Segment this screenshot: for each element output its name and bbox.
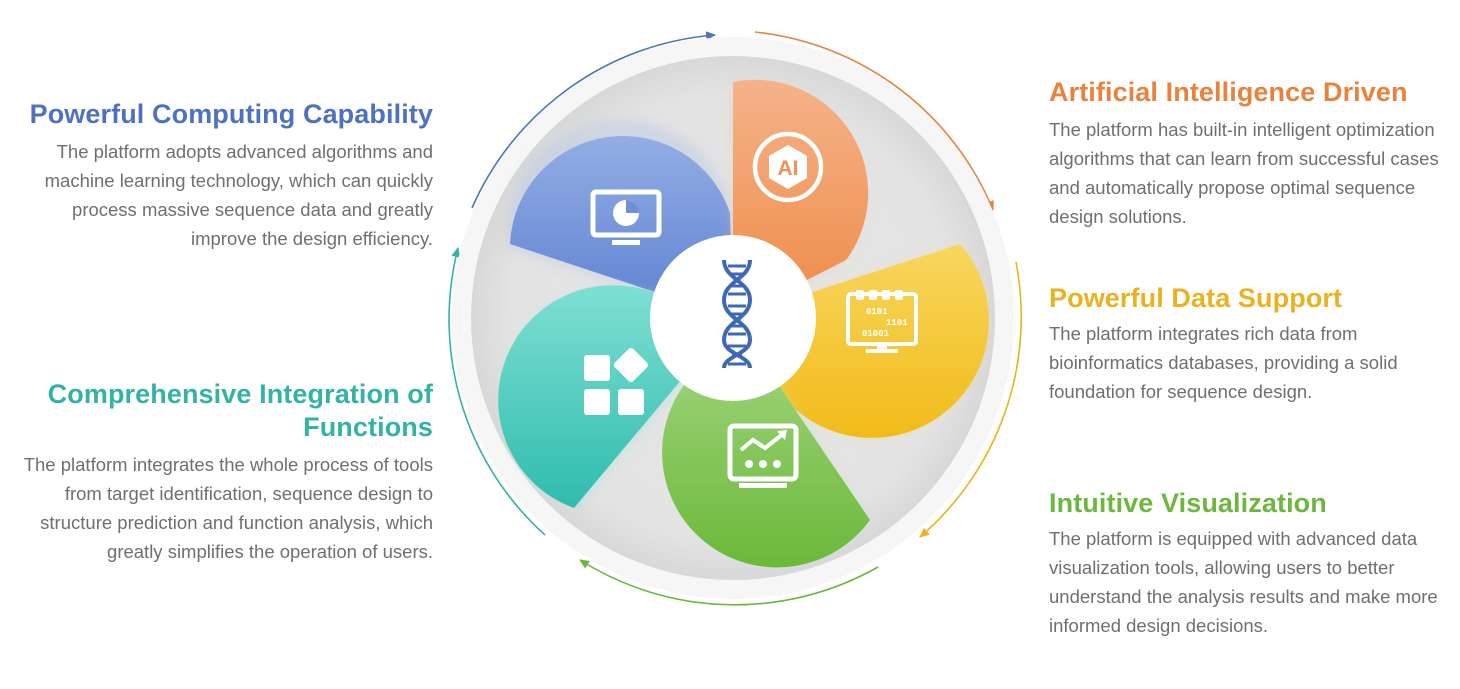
feature-ai: Artificial Intelligence Driven The platf… xyxy=(1049,76,1454,231)
cycle-arrows xyxy=(448,31,1023,606)
feature-data: Powerful Data Support The platform integ… xyxy=(1049,282,1454,406)
trend-chart-icon xyxy=(727,423,799,488)
ai-chip-icon: AI xyxy=(752,131,824,203)
arrow-computing-to-ai xyxy=(471,31,717,209)
dna-helix-icon xyxy=(721,259,753,369)
binary-data-monitor-icon: 0101 1101 01001 xyxy=(846,290,918,353)
feature-visualization: Intuitive Visualization The platform is … xyxy=(1049,487,1454,640)
function-blocks-icon xyxy=(584,347,649,415)
feature-title-integration: Comprehensive Integration of Functions xyxy=(47,379,433,442)
arrow-integration-to-computing xyxy=(448,246,546,536)
feature-integration: Comprehensive Integration of Functions T… xyxy=(10,378,433,566)
binary-row-3: 01001 xyxy=(862,329,890,339)
feature-title-visualization: Intuitive Visualization xyxy=(1049,488,1327,518)
feature-text-integration: The platform integrates the whole proces… xyxy=(23,454,433,562)
binary-row-1: 0101 xyxy=(866,307,888,317)
feature-text-ai: The platform has built-in intelligent op… xyxy=(1049,119,1439,227)
feature-text-visualization: The platform is equipped with advanced d… xyxy=(1049,528,1438,636)
feature-computing: Powerful Computing Capability The platfo… xyxy=(10,98,433,253)
feature-title-computing: Powerful Computing Capability xyxy=(29,99,433,129)
binary-row-2: 1101 xyxy=(886,318,908,328)
feature-text-data: The platform integrates rich data from b… xyxy=(1049,323,1398,402)
ai-icon-label: AI xyxy=(778,157,799,180)
feature-title-data: Powerful Data Support xyxy=(1049,283,1343,313)
arrow-ai-to-data xyxy=(754,31,994,212)
feature-text-computing: The platform adopts advanced algorithms … xyxy=(44,141,433,249)
monitor-pie-chart-icon xyxy=(590,189,662,245)
feature-title-ai: Artificial Intelligence Driven xyxy=(1049,77,1408,107)
arrow-visualization-to-integration xyxy=(579,559,879,606)
arrow-data-to-visualization xyxy=(919,261,1023,538)
